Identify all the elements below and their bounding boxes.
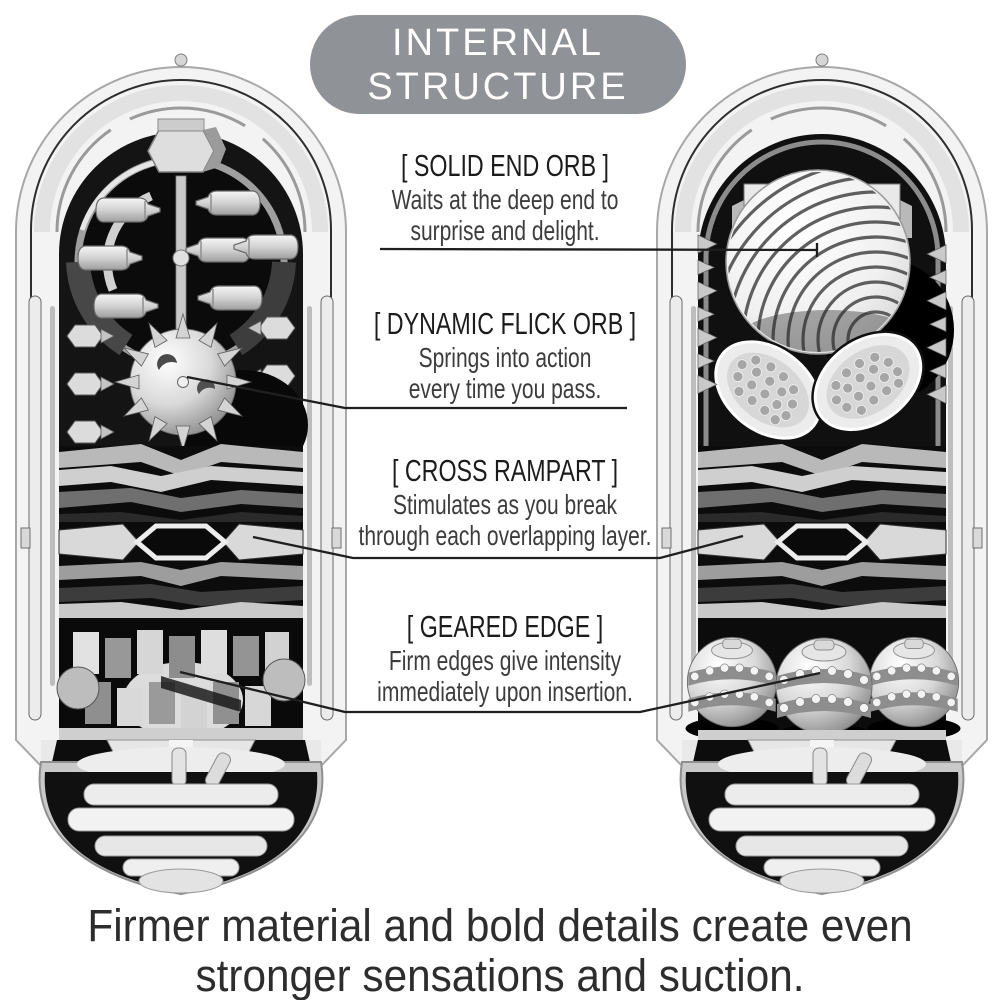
badge-line2: STRUCTURE	[367, 65, 629, 108]
callout-line2: surprise and delight.	[410, 215, 600, 246]
connector-solid-end-orb	[379, 247, 818, 252]
connector-cross-rampart	[252, 534, 744, 560]
callout-solid-end-orb: [ SOLID END ORB ] Waits at the deep end …	[392, 148, 619, 246]
geared-edge-left-graphic	[56, 618, 306, 740]
callout-title: [ DYNAMIC FLICK ORB ]	[373, 306, 637, 341]
geared-edge-right-graphic	[685, 618, 961, 749]
callout-line1: Waits at the deep end to	[391, 184, 619, 215]
badge-line1: INTERNAL	[392, 21, 604, 64]
callout-dynamic-flick-orb: [ DYNAMIC FLICK ORB ] Springs into actio…	[374, 306, 636, 404]
callout-cross-rampart: [ CROSS RAMPART ] Stimulates as you brea…	[358, 453, 651, 551]
connector-dynamic-flick-orb	[186, 375, 627, 410]
callout-title: [ GEARED EDGE ]	[406, 609, 604, 644]
dynamic-flick-orb-graphic	[113, 312, 253, 452]
callout-line2: every time you pass.	[408, 373, 602, 404]
callout-line2: immediately upon insertion.	[377, 676, 633, 707]
left-device-cross-section	[16, 54, 346, 895]
callout-geared-edge: [ GEARED EDGE ] Firm edges give intensit…	[377, 609, 633, 707]
cross-rampart-left-graphic	[58, 444, 304, 618]
right-device-cross-section	[657, 54, 1000, 895]
caption-line1: Firmer material and bold details create …	[87, 900, 913, 951]
callout-title: [ CROSS RAMPART ]	[391, 453, 619, 488]
callout-line1: Firm edges give intensity	[388, 645, 622, 676]
callout-line1: Stimulates as you break	[392, 489, 618, 520]
callout-line1: Springs into action	[418, 342, 592, 373]
callout-title: [ SOLID END ORB ]	[400, 148, 610, 183]
bottom-caption: Firmer material and bold details create …	[87, 901, 912, 1000]
cross-rampart-right-graphic	[697, 444, 947, 618]
connector-geared-edge	[179, 670, 821, 714]
callout-connector-lines	[179, 243, 821, 714]
callout-line2: through each overlapping layer.	[358, 520, 652, 551]
caption-line2: stronger sensations and suction.	[195, 950, 805, 1000]
internal-structure-badge: INTERNAL STRUCTURE	[310, 15, 686, 114]
